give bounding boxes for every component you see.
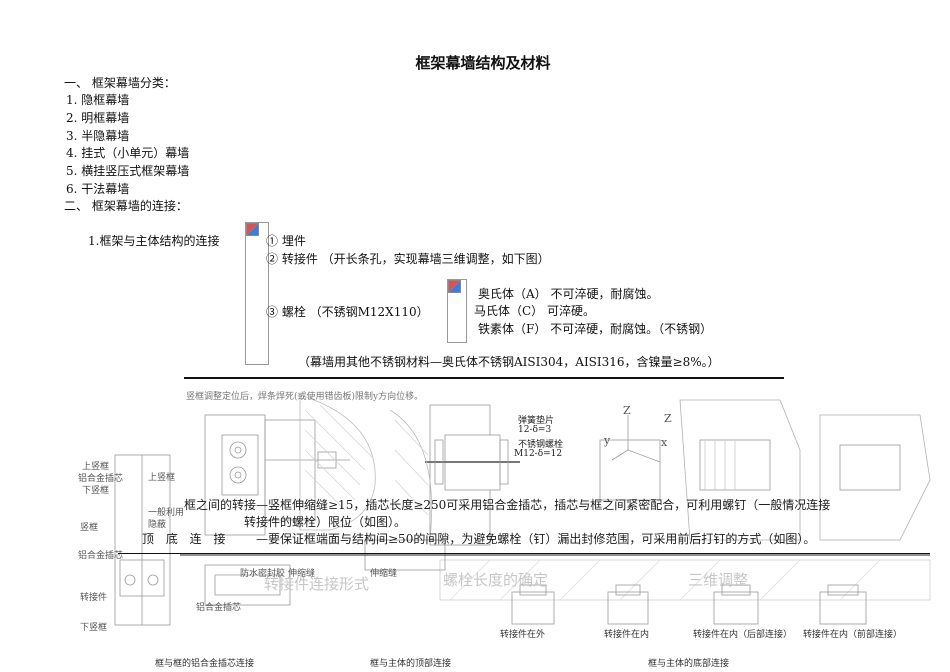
divider [118,553,930,554]
divider [184,377,784,379]
connection-item: ① 埋件 [266,234,306,248]
left-label: 竖框 [80,523,99,533]
connection-label: 1.框架与主体结构的连接 [88,234,220,248]
bottom-caption: 转接件在内（前部连接） [803,630,903,640]
bottom-caption: 转接件在内 [604,630,650,640]
footer-caption: 框与主体的顶部连接 [370,659,452,669]
left-label: 隐蔽 [148,520,167,530]
footer-caption: 框与主体的底部连接 [648,659,730,669]
list-item: 6. 干法幕墙 [66,182,130,196]
list-item: 3. 半隐幕墙 [66,129,130,143]
material-note: （幕墙用其他不锈钢材料—奥氏体不锈钢AISI304，AISI316，含镍量≥8%… [298,355,720,369]
left-label: 转接件 [80,593,108,603]
drawing-title: 转接件连接形式 [264,575,370,593]
bottom-caption: 转接件在内（后部连接） [693,630,793,640]
washer-label: 不锈钢螺栓 [518,440,564,450]
image-placeholder-icon [448,280,461,293]
connection-item: ② 转接件 （开长条孔，实现幕墙三维调整，如下图） [266,252,550,266]
drawing-title: 三维调整 [688,571,749,589]
image-placeholder-icon [246,223,259,236]
section2-heading: 二、 框架幕墙的连接： [64,199,188,213]
list-item: 4. 挂式（小单元）幕墙 [66,146,190,160]
left-label: 铝合金插芯 [196,603,242,613]
overlay-label: 顶 底 连 接 [142,532,230,546]
drawing-title: 螺栓长度的确定 [443,571,549,589]
center-label: 伸缩缝 [370,569,398,579]
left-label: 一般利用 [148,508,185,518]
left-label: 上竖框 [148,473,176,483]
overlay-text: 框之间的转接—竖框伸缩缝≥15，插芯长度≥250可采用铝合金插芯，插芯与框之间紧… [184,498,831,512]
overlay-text: —要保证框端面与结构间≥50的间隙，为避免螺栓（钉）漏出封修范围，可采用前后打钉… [256,532,816,546]
section1-heading: 一、 框架幕墙分类： [64,76,176,90]
washer-label: 弹簧垫片 [518,416,555,426]
footer-caption: 框与框的铝合金插芯连接 [155,659,255,669]
axis-label: Z [623,404,631,417]
steel-bracket [447,279,467,343]
overlay-text: 转接件的螺栓）限位（如图）。 [244,515,407,529]
washer-label: 12-δ=3 [518,425,552,435]
center-label: 防水密封胶 [240,569,286,579]
cad-drawing [114,394,931,626]
steel-type: 铁素体（F） 不可淬硬，耐腐蚀。（不锈钢） [478,322,713,336]
steel-type: 奥氏体（A） 不可淬硬，耐腐蚀。 [478,287,659,301]
connection-item: ③ 螺栓 （不锈钢M12X110） [266,305,429,319]
axis-label: x [661,436,668,449]
axis-label: Z [664,412,672,425]
left-label: 铝合金插芯 [78,551,124,561]
left-label: 下竖框 [82,486,110,496]
connection-bracket [245,222,269,365]
list-item: 1. 隐框幕墙 [66,93,130,107]
bottom-caption: 转接件在外 [500,630,546,640]
axis-label: y [604,434,611,447]
left-label: 铝合金插芯 [78,474,124,484]
list-item: 2. 明框幕墙 [66,111,130,125]
center-label: 伸缩缝 [288,569,316,579]
steel-type: 马氏体（C） 可淬硬。 [474,304,595,318]
list-item: 5. 横挂竖压式框架幕墙 [66,164,190,178]
page-title: 框架幕墙结构及材料 [415,54,551,72]
washer-label: M12-δ=12 [514,449,563,459]
drawing-note: 竖框调整定位后，焊条焊死(或使用错齿板)限制y方向位移。 [186,392,424,402]
left-label: 下竖框 [80,623,108,633]
left-label: 上竖框 [82,462,110,472]
